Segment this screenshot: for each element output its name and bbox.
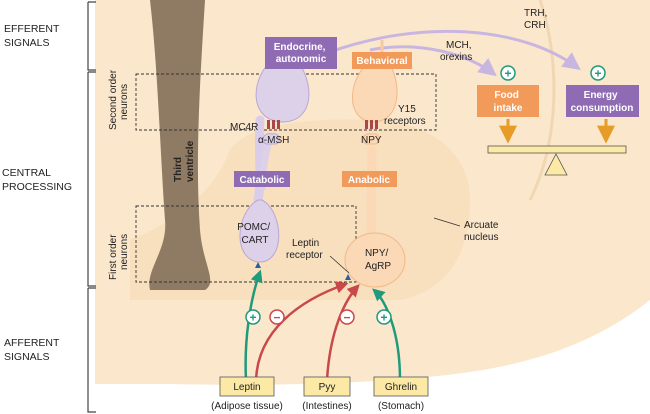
y15-label: Y15 receptors (384, 104, 426, 127)
third-ventricle (149, 0, 211, 290)
mch-orexins-label: MCH, orexins (440, 40, 474, 63)
pyy-origin-label: (Intestines) (302, 401, 351, 412)
leptin-receptor-pomc (255, 262, 261, 268)
pyy-source-box (303, 376, 351, 397)
pomc-cart-label: POMC/ CART (237, 222, 273, 246)
purple-neuron-lower (239, 199, 280, 263)
plus-badge-leptin (245, 309, 261, 325)
bracket-efferent (87, 1, 96, 71)
food-intake-label: Food intake (494, 90, 523, 114)
bracket-afferent (87, 287, 96, 413)
second-order-label: Second order neurons (108, 67, 130, 130)
orange-neuron-lower (344, 232, 406, 288)
pyy-source-label: Pyy (319, 382, 336, 393)
balance-beam (487, 145, 627, 154)
plus-sign-leptin: + (249, 311, 256, 325)
bracket-central (87, 71, 96, 287)
arrow-trh-crh (329, 29, 581, 71)
minus-sign-pyy: − (343, 311, 350, 325)
minus-sign-leptin: − (273, 311, 280, 325)
behavioral-label: Behavioral (356, 56, 407, 67)
purple-neuron-upper (255, 51, 310, 123)
section-central: CENTRAL PROCESSING (2, 167, 72, 193)
section-afferent: AFFERENT SIGNALS (4, 337, 62, 363)
ghrelin-source-label: Ghrelin (385, 382, 417, 393)
leptin-receptor-npy (345, 274, 351, 280)
npy-agrp-label: NPY/ AgRP (365, 248, 391, 272)
plus-badge-food (500, 65, 516, 81)
plus-badge-ghrelin (376, 309, 392, 325)
minus-badge-leptin (269, 309, 285, 325)
energy-consumption-box (566, 85, 639, 117)
alpha-msh-terminal (262, 133, 280, 145)
ghrelin-origin-label: (Stomach) (378, 401, 424, 412)
arrow-pyy-to-npy (325, 284, 360, 381)
plus-badge-energy (590, 65, 606, 81)
arcuate-pointer (433, 217, 461, 227)
leptin-receptor-pointer (329, 255, 350, 274)
anabolic-axon (366, 145, 377, 245)
arrow-mch-orexins (369, 45, 497, 77)
plus-sign-food: + (504, 67, 511, 81)
first-order-label: First order neurons (108, 232, 130, 280)
energy-consumption-label: Energy consumption (571, 90, 634, 114)
npy-terminal (362, 133, 380, 145)
plus-sign-energy: + (594, 67, 601, 81)
arcuate-nucleus-label: Arcuate nucleus (464, 220, 501, 243)
orange-neuron-upper (351, 55, 398, 123)
anabolic-label: Anabolic (348, 175, 391, 186)
mc4r-receptor (267, 120, 280, 129)
minus-badge-pyy (339, 309, 355, 325)
endocrine-label: Endocrine, autonomic (274, 42, 328, 65)
leptin-source-box (219, 376, 275, 397)
catabolic-box (234, 171, 290, 187)
catabolic-axon (253, 115, 265, 205)
catabolic-label: Catabolic (239, 175, 284, 186)
section-efferent: EFFERENT SIGNALS (4, 23, 62, 49)
leptin-source-label: Leptin (233, 382, 260, 393)
y15-receptor (365, 120, 378, 129)
endocrine-box (265, 37, 337, 69)
food-intake-box (477, 85, 539, 117)
trh-crh-label: TRH, CRH (524, 8, 550, 31)
mc4r-label: MC4R (230, 122, 258, 133)
leptin-receptor-label: Leptin receptor (286, 238, 323, 261)
anabolic-box (342, 171, 397, 187)
third-ventricle-label: Third ventricle (173, 140, 196, 182)
arrow-leptin-to-npy (254, 281, 349, 381)
behavioral-box (352, 52, 412, 69)
balance-fulcrum (544, 153, 568, 176)
ghrelin-source-box (373, 376, 429, 397)
leptin-origin-label: (Adipose tissue) (211, 401, 283, 412)
alpha-msh-label: α-MSH (258, 135, 289, 146)
tissue-ridge (528, 0, 556, 201)
plus-sign-ghrelin: + (380, 311, 387, 325)
npy-label: NPY (361, 135, 382, 146)
